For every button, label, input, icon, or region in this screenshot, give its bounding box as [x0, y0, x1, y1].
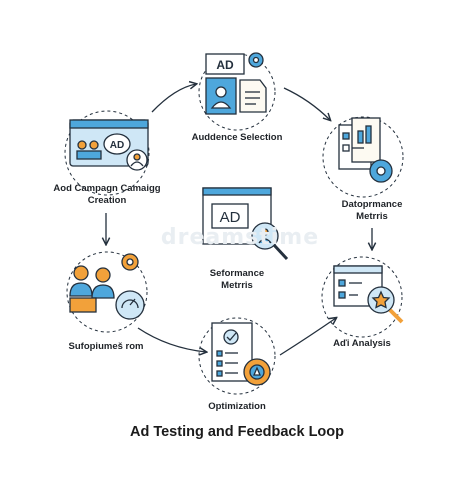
center-metrics-label-line2: Metrris — [221, 280, 253, 291]
ad-analysis-label: Aďi Analysis — [333, 338, 391, 349]
arrow-audience-to-metrics — [283, 87, 330, 120]
campaign-creation-label: Aod Campagn Camaigg Creation — [32, 183, 182, 207]
ad-analysis-icon — [333, 265, 404, 324]
performance-right-label: Datoprmance Metrris — [312, 199, 432, 223]
performance-metrics-icon: AD — [202, 187, 289, 261]
campaign-creation-label-line2: Creation — [87, 195, 127, 206]
center-metrics-label-line1: Seformance — [209, 268, 265, 279]
audience-selection-label: Auddence Selection — [191, 132, 283, 143]
campaign-creation-icon: AD — [69, 119, 149, 171]
center-ad-badge: AD — [220, 209, 241, 226]
cycle-arrows — [106, 84, 372, 355]
performance-right-label-line1: Datoprmance — [341, 199, 403, 210]
audience-selection-icon: AD — [205, 52, 267, 115]
performance-report-icon — [338, 117, 393, 183]
center-metrics-label: Seformance Metrris — [180, 268, 294, 292]
team-supervision-icon — [69, 253, 145, 320]
campaign-creation-label-line1: Aod Campagn Camaigg — [53, 183, 161, 194]
supervision-label: Sufopiumeš rom — [68, 341, 144, 352]
watermark-text: dreamstime — [160, 225, 320, 250]
arrow-audience-to-campaign — [151, 84, 196, 113]
dashed-rings — [64, 53, 404, 395]
diagram-title: Ad Testing and Feedback Loop — [129, 424, 345, 440]
optimization-label: Optimization — [208, 401, 266, 412]
campaign-ad-badge: AD — [110, 140, 124, 151]
arrow-supervision-to-optimization — [137, 327, 206, 352]
arrow-optimization-to-analysis — [279, 318, 336, 356]
optimization-checklist-icon — [211, 322, 271, 386]
performance-right-label-line2: Metrris — [356, 211, 388, 222]
audience-ad-badge: AD — [216, 58, 234, 72]
